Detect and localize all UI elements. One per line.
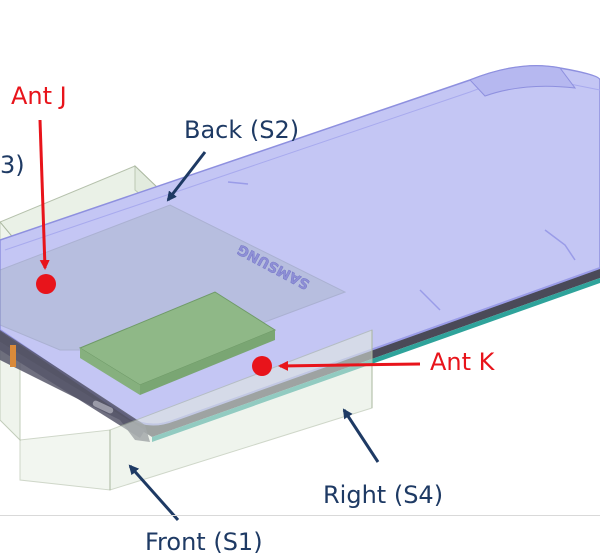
right-label: Right (S4) — [323, 481, 444, 509]
ant-j-feed-point — [36, 274, 56, 294]
ant-j-arrow — [38, 119, 50, 270]
ant-j-label: Ant J — [11, 82, 67, 110]
front-label: Front (S1) — [145, 528, 263, 556]
front-arrow — [128, 464, 180, 521]
region-box-front — [19, 329, 373, 491]
seam-line-right — [419, 289, 441, 311]
ant-k-arrow — [278, 360, 421, 371]
back-label: Back (S2) — [184, 116, 300, 144]
orange-port — [10, 345, 16, 367]
seam-line-top — [227, 181, 249, 185]
seam-line-far — [544, 229, 576, 261]
right-arrow — [342, 408, 380, 463]
left-cut-label: 3) — [0, 151, 25, 179]
ant-k-feed-point — [252, 356, 272, 376]
phone-corner-detail — [0, 330, 150, 442]
bottom-divider — [0, 515, 600, 516]
side-button — [92, 400, 114, 414]
ant-k-label: Ant K — [430, 348, 495, 376]
component-block — [78, 291, 277, 395]
back-arrow — [166, 151, 207, 202]
